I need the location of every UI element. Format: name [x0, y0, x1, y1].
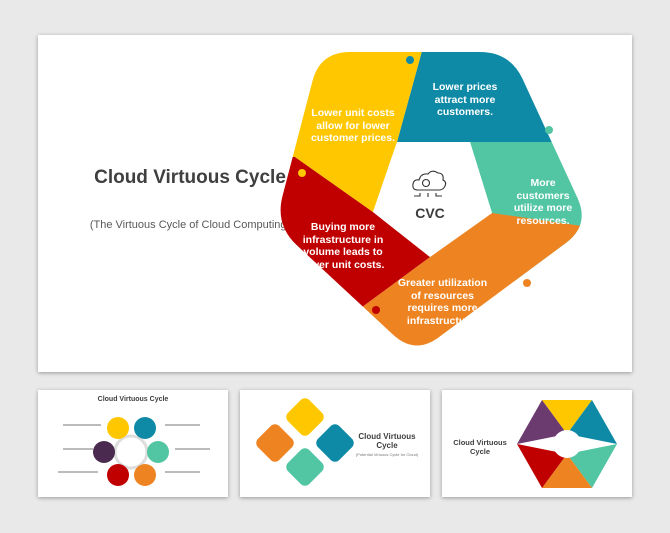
segment-text-red: Buying more infrastructure in volume lea… [301, 221, 385, 271]
segment-text-orange: Greater utilization of resources require… [397, 277, 488, 327]
thumbnail-3-diagram [517, 400, 617, 488]
center-label: CVC [415, 205, 445, 221]
dot-yellow [298, 169, 306, 177]
dot-red [372, 306, 380, 314]
thumbnail-1-diagram [58, 417, 210, 486]
segment-orange [358, 213, 582, 346]
segment-text-teal: More customers utilize more resources. [513, 177, 573, 227]
dot-teal [545, 126, 553, 134]
thumbnail-2-subtitle: (Potential Virtuous Cycle for Cloud) [355, 452, 419, 457]
dot-blue [406, 56, 414, 64]
slide-subtitle: (The Virtuous Cycle of Cloud Computing) [89, 219, 291, 231]
dot-orange [523, 279, 531, 287]
thumbnail-1[interactable]: Cloud Virtuous Cycle [38, 390, 228, 497]
thumbnail-2-title: Cloud Virtuous Cycle [358, 432, 416, 450]
center-pentagon [373, 142, 492, 257]
thumbnail-2[interactable]: Cloud Virtuous Cycle (Potential Virtuous… [240, 390, 430, 497]
segment-text-yellow: Lower unit costs allow for lower custome… [310, 107, 396, 144]
segment-text-blue: Lower prices attract more customers. [432, 81, 498, 118]
cloud-gear-network-icon [412, 170, 447, 197]
slide-title: Cloud Virtuous Cycle [94, 167, 286, 188]
thumbnail-1-title: Cloud Virtuous Cycle [97, 396, 169, 403]
thumbnail-3[interactable]: Cloud Virtuous Cycle [442, 390, 632, 497]
thumbnail-3-title: Cloud Virtuous Cycle [453, 438, 507, 456]
thumbnail-2-diagram [256, 398, 354, 486]
